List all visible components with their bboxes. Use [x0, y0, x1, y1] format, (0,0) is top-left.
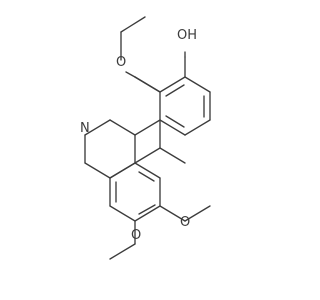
oh-label: OH — [177, 28, 197, 43]
molecule-structure: OH O N O O — [80, 16, 211, 260]
lower-oxygen-label: O — [131, 228, 141, 243]
upper-substituents — [120, 16, 186, 93]
nitrogen-ring — [84, 119, 186, 179]
right-oxygen-label: O — [180, 215, 190, 230]
upper-oxygen-label: O — [116, 55, 126, 70]
aromatic-ring-a — [109, 162, 161, 222]
aromatic-ring-d — [159, 76, 211, 136]
nitrogen-label: N — [80, 121, 90, 136]
lower-substituents — [109, 205, 211, 260]
